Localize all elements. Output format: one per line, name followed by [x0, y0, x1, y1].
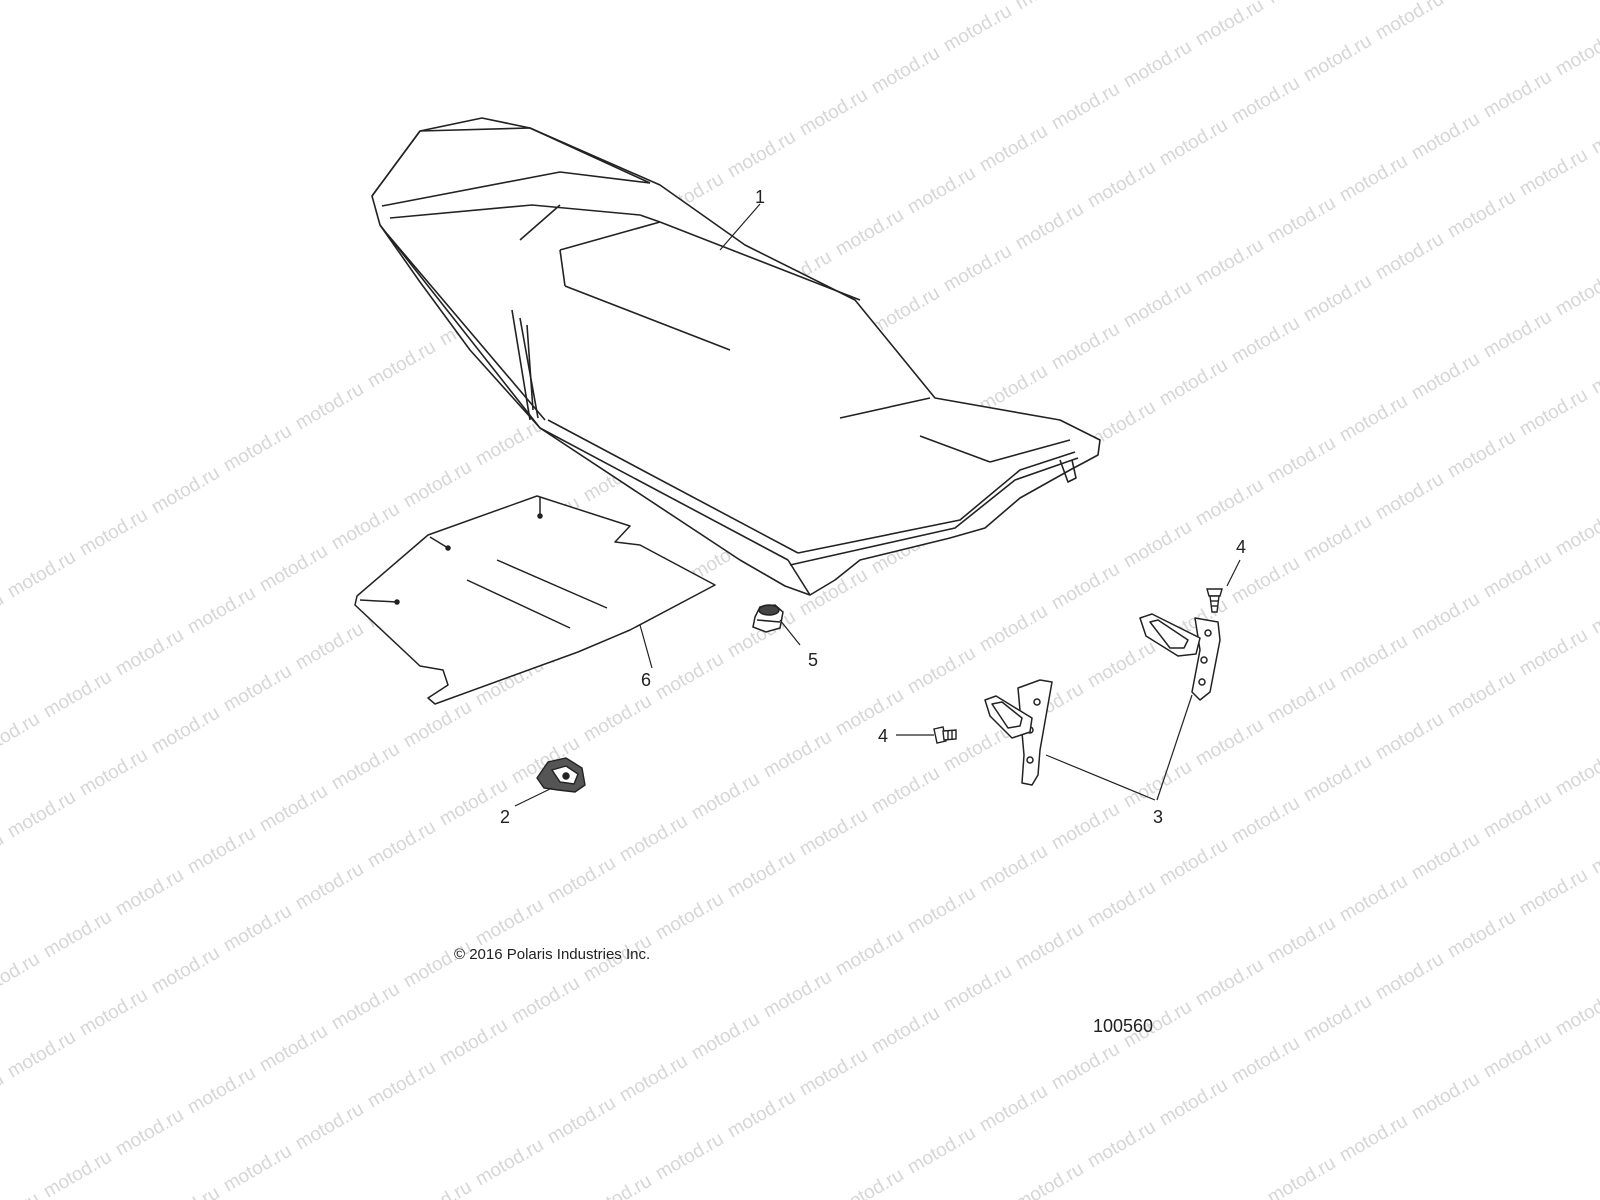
callout-4-lower: 4 — [878, 726, 888, 746]
copyright-notice: © 2016 Polaris Industries Inc. — [454, 946, 651, 963]
leader-6 — [639, 624, 653, 669]
screw-icon — [933, 726, 957, 744]
callout-6: 6 — [641, 670, 651, 690]
hinge-bracket-icon — [984, 613, 1221, 786]
pad-icon — [354, 495, 716, 705]
seat-icon — [371, 117, 1101, 596]
leader-2 — [514, 787, 553, 807]
bumper-icon — [752, 604, 784, 633]
leader-3b — [1156, 694, 1193, 801]
callout-5: 5 — [808, 650, 818, 670]
leader-5 — [779, 619, 801, 646]
clip-icon — [536, 757, 586, 793]
leader-1 — [719, 203, 761, 251]
callout-3: 3 — [1153, 807, 1163, 827]
leader-4-upper — [1226, 559, 1241, 587]
leader-3a — [1045, 754, 1156, 801]
screw-icon — [1206, 588, 1223, 613]
callout-4-upper: 4 — [1236, 537, 1246, 557]
figure-number: 100560 — [1093, 1016, 1154, 1036]
callout-2: 2 — [500, 807, 510, 827]
callout-1: 1 — [755, 187, 765, 207]
